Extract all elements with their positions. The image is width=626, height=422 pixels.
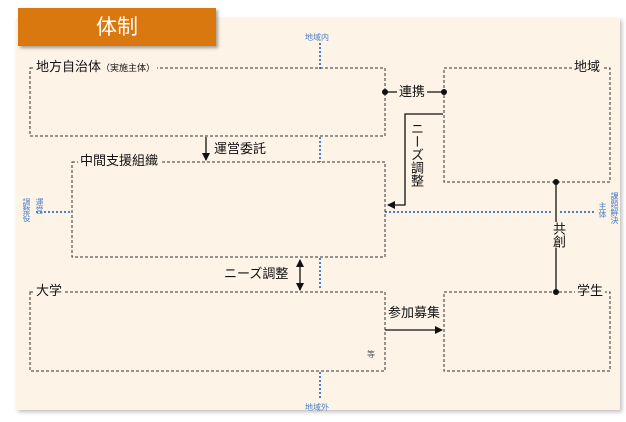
page-title: 体制	[96, 15, 138, 39]
needs-adjust-left-label: ニーズ調整	[224, 267, 289, 282]
diagram-background	[16, 18, 620, 410]
student-label: 学生	[575, 284, 606, 299]
operation-commission-label: 運営委託	[214, 142, 267, 157]
co-creation-dot-top	[553, 179, 559, 185]
student-box	[443, 291, 611, 372]
local-gov-box	[29, 67, 386, 137]
axis-bottom-label: 地域外	[305, 403, 329, 412]
university-note: 等	[367, 350, 375, 359]
intermediary-label: 中間支援組織	[78, 154, 161, 169]
co-creation-dot-bottom	[553, 289, 559, 295]
region-label: 地域	[572, 60, 603, 75]
co-creation-label: 共創	[548, 222, 566, 248]
needs-adjust-right-arrow	[387, 113, 443, 209]
axis-right-label-1: 課題解決	[610, 192, 619, 224]
axis-top-label: 地域内	[305, 33, 329, 42]
cooperation-dot-left	[382, 89, 388, 95]
region-box	[443, 67, 611, 183]
axis-lines	[36, 43, 594, 398]
university-box	[29, 291, 386, 372]
cooperation-dot-right	[441, 89, 447, 95]
axis-right-label-2: 主体	[598, 202, 607, 218]
local-gov-sub: （実施主体）	[101, 64, 156, 74]
axis-left-label-2: 調整役	[22, 198, 31, 222]
university-label: 大学	[34, 284, 65, 299]
local-gov-label: 地方自治体（実施主体）	[34, 60, 158, 76]
participation-recruit-label: 参加募集	[388, 306, 441, 321]
title-banner: 体制	[18, 8, 216, 46]
needs-adjust-right-label: ニーズ調整	[408, 122, 423, 187]
intermediary-box	[71, 161, 386, 258]
cooperation-label: 連携	[397, 85, 428, 100]
axis-left-label-1: 運営	[35, 198, 44, 214]
